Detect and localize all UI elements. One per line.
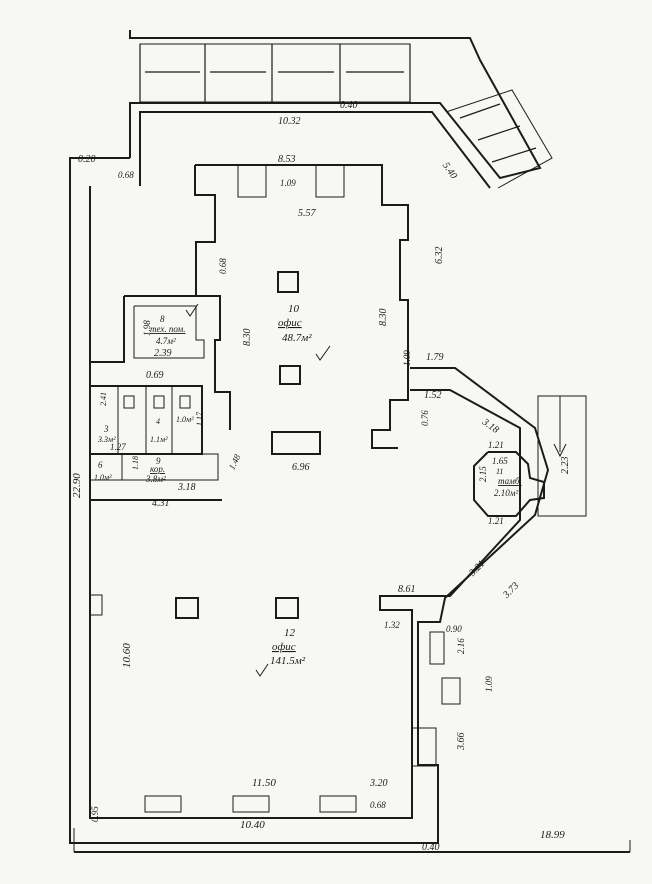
check-mark-icon [255,663,269,677]
dim-label: 0.90 [446,624,462,634]
staircase-right [537,395,587,517]
dim-label: 1.18 [131,456,140,470]
room-name: офис [272,641,296,653]
room-name: тамб. [498,476,522,486]
dim-label: 0.68 [370,800,386,810]
dim-label: 5.57 [298,208,317,219]
dim-label: 2.41 [99,392,108,406]
dim-label: 6.96 [292,462,310,473]
dim-label: 1.52 [424,390,442,401]
check-mark-icon [315,345,331,361]
window [144,795,182,813]
wc-block [89,385,219,481]
dim-label: 22.90 [71,473,83,498]
dim-label: 4.31 [152,498,170,509]
dim-label: 2.15 [478,466,488,482]
room-number: 3 [103,424,109,434]
dim-label: 1.09 [280,178,296,188]
room-area: 141.5м² [270,655,306,667]
dim-label: 11.50 [252,777,276,789]
staircase-top [139,43,553,189]
dim-label: 1.27 [110,442,126,452]
room-area: 4.7м² [156,336,176,346]
dim-label: 6.32 [434,247,445,265]
room-labels: 10 офис 48.7м² 12 офис 141.5м² 8 тех. по… [94,303,522,667]
dim-label: 0.69 [146,370,164,381]
dim-label: 1.48 [227,452,243,471]
dim-label: 0.20 [78,154,96,165]
pier [237,164,267,198]
room-area: 1.0м² [94,473,112,482]
room-number: 12 [284,627,296,639]
vestibule [473,451,545,517]
dim-label: 2.16 [456,638,466,654]
room-area: 3.8м² [145,474,166,484]
pier [315,164,345,198]
dim-label: 3.18 [177,482,196,493]
dim-label: 5.40 [440,160,459,181]
check-mark-icon [185,303,199,317]
dim-label: 1.17 [195,411,204,426]
room-number: 9 [156,456,161,466]
outer-walls [69,30,631,853]
room-area: 1.0м² [176,415,194,424]
dim-label: 3.20 [369,778,388,789]
check-marks [185,303,331,677]
dim-label: 10.40 [240,819,265,831]
niche [89,594,103,616]
dim-label: 3.66 [456,733,467,752]
room-number: 8 [160,314,165,324]
dim-label: 1.09 [484,676,494,692]
room-tech [90,295,205,363]
dim-label: 3.73 [500,580,521,601]
window [319,795,357,813]
dim-label: 2.39 [154,348,172,359]
dim-label: 0.40 [422,842,440,853]
room-area: 1.1м² [150,435,168,444]
dim-label: 10.32 [278,116,301,127]
dim-label: 0.68 [218,258,228,274]
dim-label: 2.23 [560,457,571,475]
dim-label: 0.40 [340,100,358,111]
room-area: 3.3м² [97,435,116,444]
dim-label: 1.98 [142,320,152,336]
dim-label: 0.76 [420,410,430,426]
pier [429,631,445,665]
dim-label: 8.61 [398,584,416,595]
dim-label: 1.09 [402,350,412,366]
room-number: 11 [496,467,503,476]
dim-label: 0.68 [118,170,134,180]
room-name: кор. [150,464,165,474]
room-number: 4 [156,417,160,426]
dim-label: 18.99 [540,829,565,841]
dim-label: 1.65 [492,456,508,466]
room-number: 10 [288,303,300,315]
dim-label: 1.21 [488,440,504,450]
dim-label: 8.30 [378,309,389,327]
dim-label: 0.95 [90,806,100,822]
room-area: 2.10м² [494,488,518,498]
columns [175,271,321,619]
pier [441,677,461,705]
room-name: офис [278,317,302,329]
dim-label: 1.79 [426,352,444,363]
dim-label: 3.18 [479,416,500,436]
dim-label: 10.60 [121,643,133,668]
dim-label: 8.30 [242,329,253,347]
window [232,795,270,813]
room-number: 6 [98,460,103,470]
room-area: 48.7м² [282,332,312,344]
pier [411,727,437,767]
dim-label: 8.53 [278,154,296,165]
room-name: тех. пом. [150,324,186,334]
dim-label: 1.21 [488,516,504,526]
dim-label: 1.32 [384,620,400,630]
